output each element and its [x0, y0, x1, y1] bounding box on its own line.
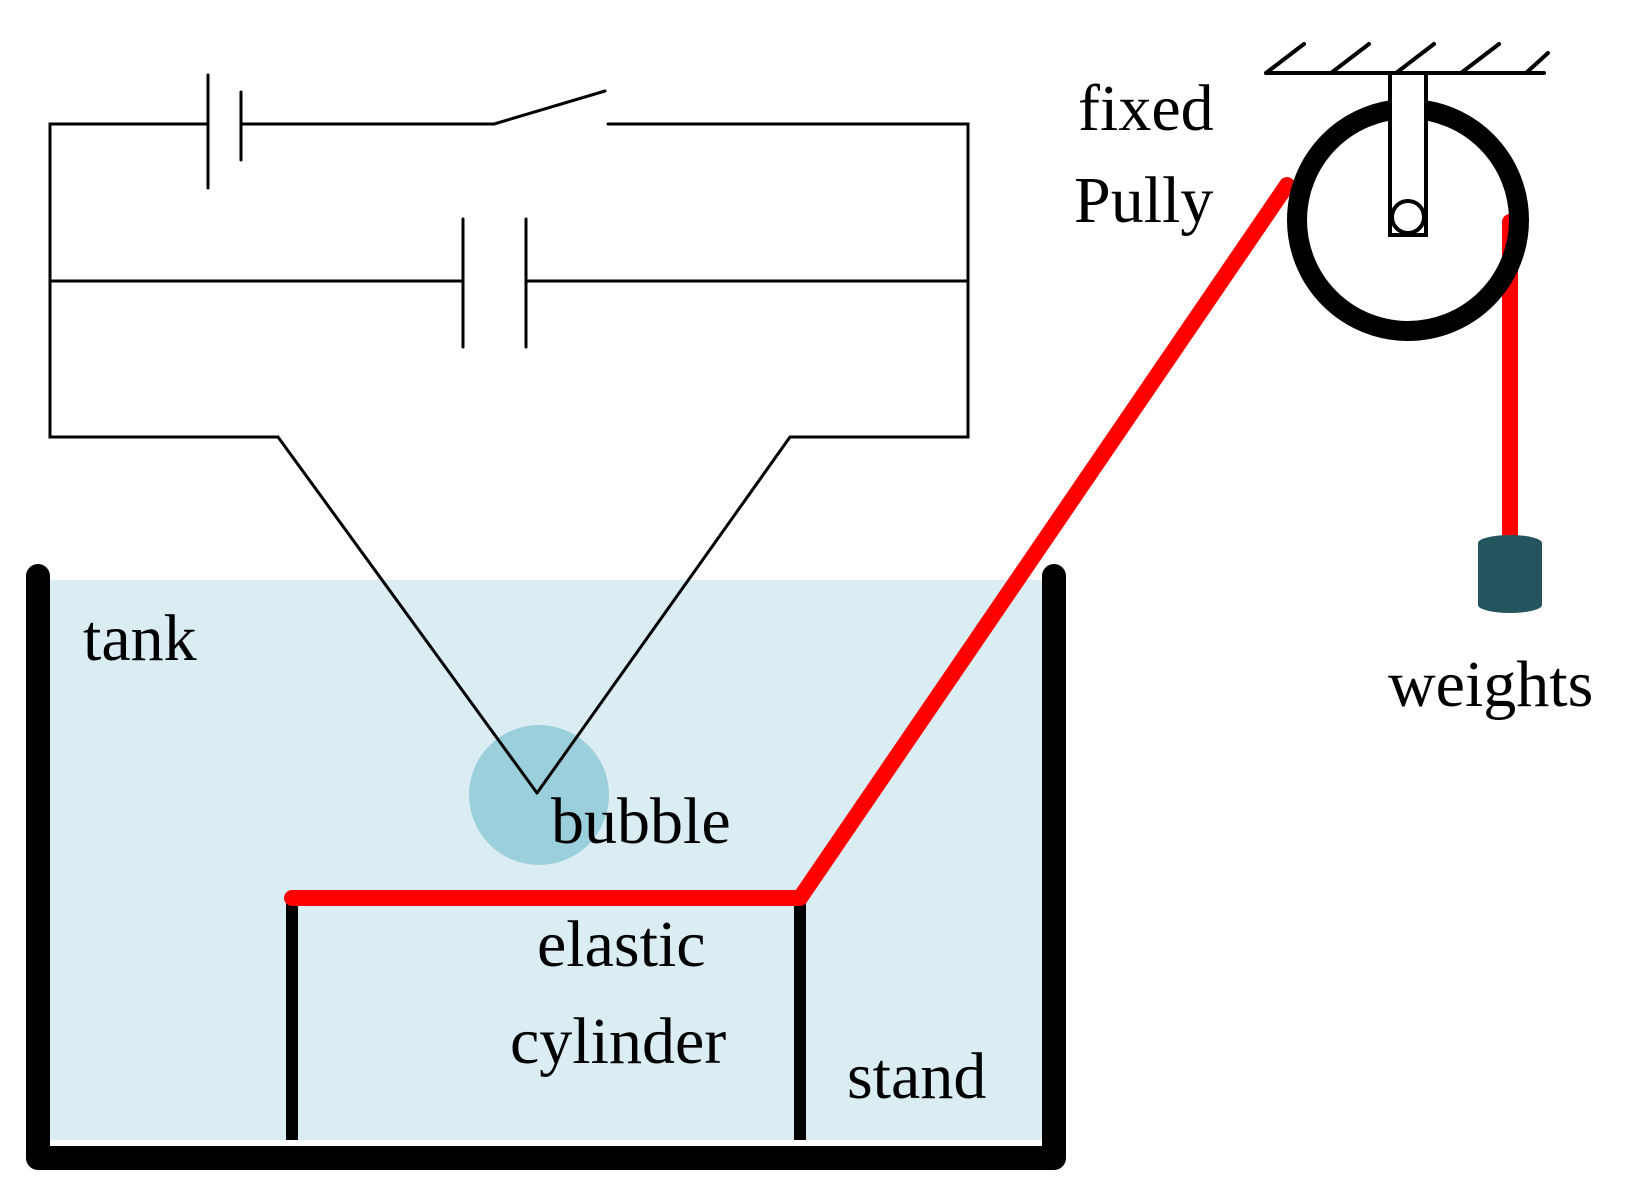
label-pully: Pully	[1074, 164, 1213, 237]
label-weights: weights	[1388, 648, 1593, 721]
label-cylinder: cylinder	[510, 1005, 726, 1078]
ceiling-mount	[1264, 42, 1550, 75]
bubble-shape	[469, 725, 609, 865]
label-stand: stand	[847, 1040, 986, 1113]
switch-blade	[492, 89, 607, 126]
label-bubble: bubble	[551, 785, 731, 858]
circuit	[48, 73, 970, 795]
pulley-axle	[1390, 199, 1426, 235]
string	[284, 177, 1295, 906]
label-fixed: fixed	[1078, 72, 1214, 145]
label-elastic: elastic	[537, 908, 706, 981]
weight-block	[1478, 535, 1542, 613]
circuit-top-wire-right	[535, 122, 970, 795]
label-tank: tank	[83, 602, 197, 675]
tank-walls	[26, 564, 1066, 1170]
circuit-top-wire-left	[48, 122, 539, 795]
